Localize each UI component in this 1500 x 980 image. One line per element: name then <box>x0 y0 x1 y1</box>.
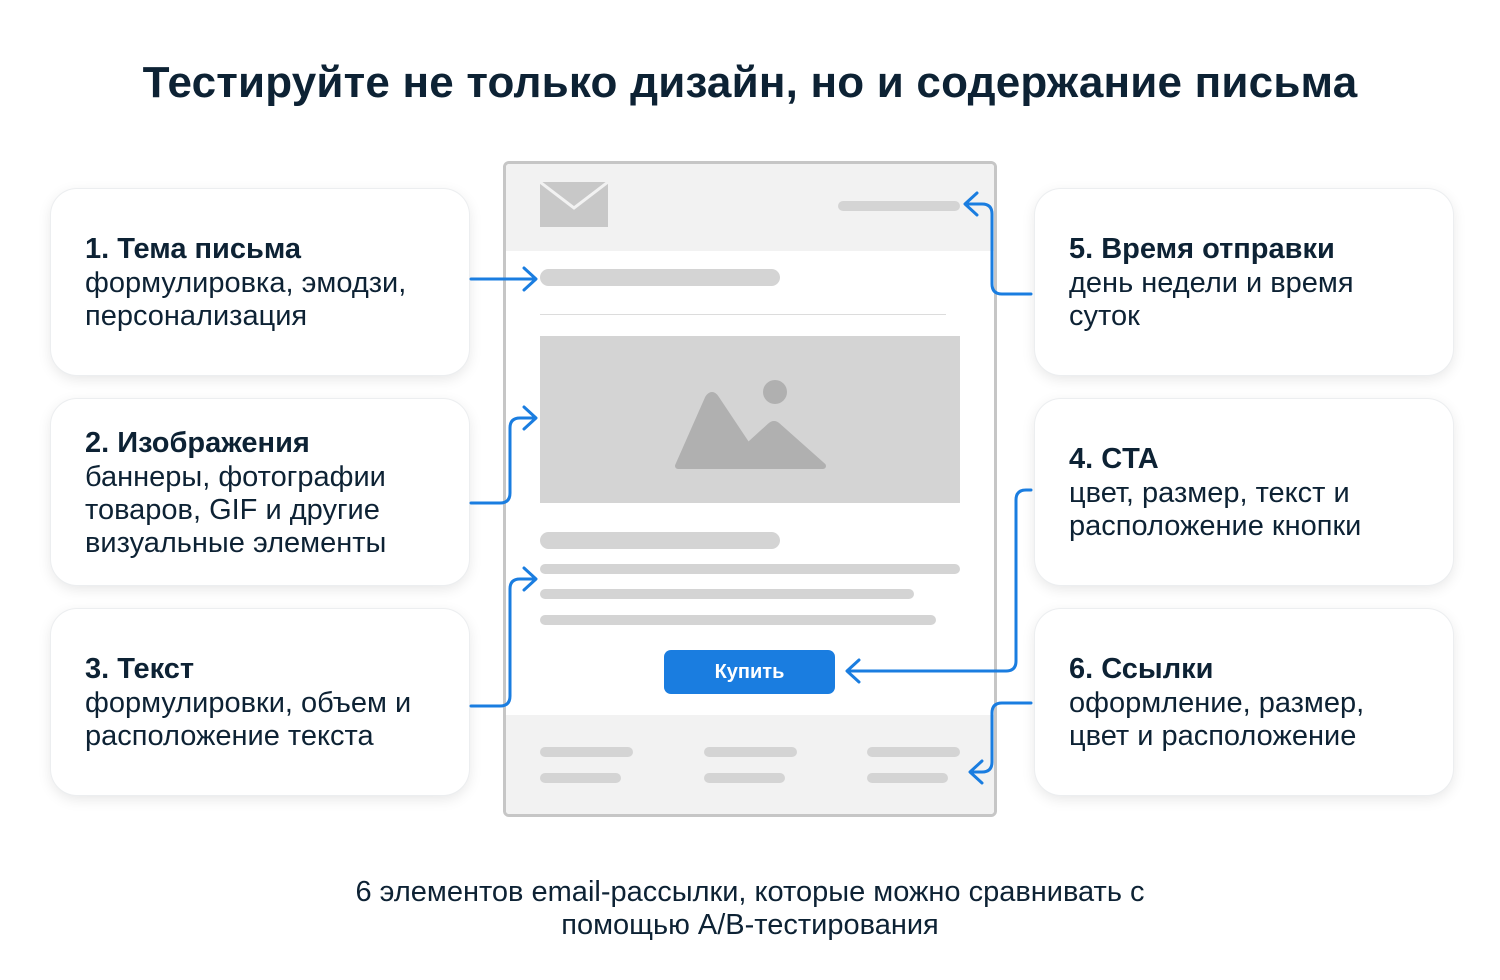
footer-link <box>704 747 797 757</box>
page-title: Тестируйте не только дизайн, но и содерж… <box>142 58 1358 107</box>
card-send-time: 5. Время отправки день недели и время су… <box>1035 189 1453 375</box>
card-heading: 6. Ссылки <box>1069 653 1214 685</box>
buy-button[interactable]: Купить <box>664 650 835 694</box>
card-description: формулировки, объем и расположение текст… <box>85 687 412 752</box>
footer-link <box>540 773 621 783</box>
arrow-cta <box>846 488 1033 673</box>
text-line <box>540 564 960 574</box>
image-placeholder <box>540 336 960 503</box>
footer-link <box>540 747 633 757</box>
image-placeholder-icon <box>675 380 826 469</box>
card-description: формулировка, эмодзи, персонализация <box>85 267 407 332</box>
card-subject: 1. Тема письма формулировка, эмодзи, пер… <box>51 189 469 375</box>
email-header <box>506 164 994 251</box>
card-heading: 5. Время отправки <box>1069 233 1335 265</box>
card-description: баннеры, фотографии товаров, GIF и други… <box>85 460 387 559</box>
footer-link <box>867 747 960 757</box>
arrow-links <box>969 701 1033 774</box>
card-description: день недели и время суток <box>1069 267 1354 332</box>
envelope-icon <box>540 182 608 227</box>
card-description: оформление, размер, цвет и расположение <box>1069 687 1365 752</box>
caption: 6 элементов email-рассылки, которые можн… <box>355 876 1145 941</box>
card-heading: 1. Тема письма <box>85 233 302 265</box>
card-heading: 4. CTA <box>1069 443 1159 475</box>
arrow-images <box>469 416 537 505</box>
subject-line <box>540 269 780 286</box>
card-description: цвет, размер, текст и расположение кнопк… <box>1069 477 1362 542</box>
footer-link <box>867 773 948 783</box>
text-heading-line <box>540 532 780 549</box>
arrow-text <box>469 577 537 708</box>
send-time-line <box>838 201 960 211</box>
text-line <box>540 589 914 599</box>
card-images: 2. Изображения баннеры, фотографии товар… <box>51 399 469 585</box>
card-links: 6. Ссылки оформление, размер, цвет и рас… <box>1035 609 1453 795</box>
card-heading: 2. Изображения <box>85 426 310 459</box>
card-text: 3. Текст формулировки, объем и расположе… <box>51 609 469 795</box>
email-footer <box>506 715 994 814</box>
card-cta: 4. CTA цвет, размер, текст и расположени… <box>1035 399 1453 585</box>
divider <box>540 314 946 315</box>
arrow-send-time <box>964 202 1033 296</box>
text-line <box>540 615 936 625</box>
footer-link <box>704 773 785 783</box>
card-heading: 3. Текст <box>85 653 195 685</box>
email-mockup: Купить <box>503 161 997 817</box>
